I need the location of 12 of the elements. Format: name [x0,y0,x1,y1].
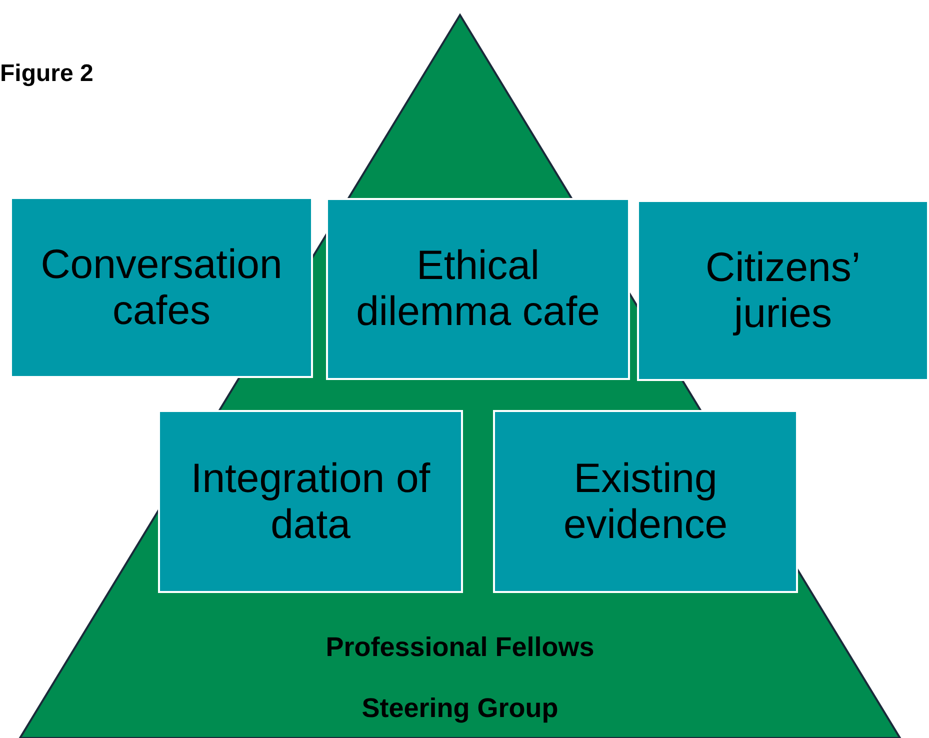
box-label: Existing evidence [562,456,729,548]
box-label: Citizens’ juries [704,244,862,336]
box-label: Integration of data [190,456,432,548]
pyramid-label: Steering Group [362,693,558,724]
process-box [158,410,463,593]
box-label: Ethical dilemma cafe [355,243,601,335]
pyramid-label: Professional Fellows [326,632,594,663]
process-box [10,197,313,378]
process-box [637,200,929,381]
figure-title: Figure 2 [0,60,94,88]
box-label: Conversation cafes [40,242,284,334]
process-box [493,410,798,593]
